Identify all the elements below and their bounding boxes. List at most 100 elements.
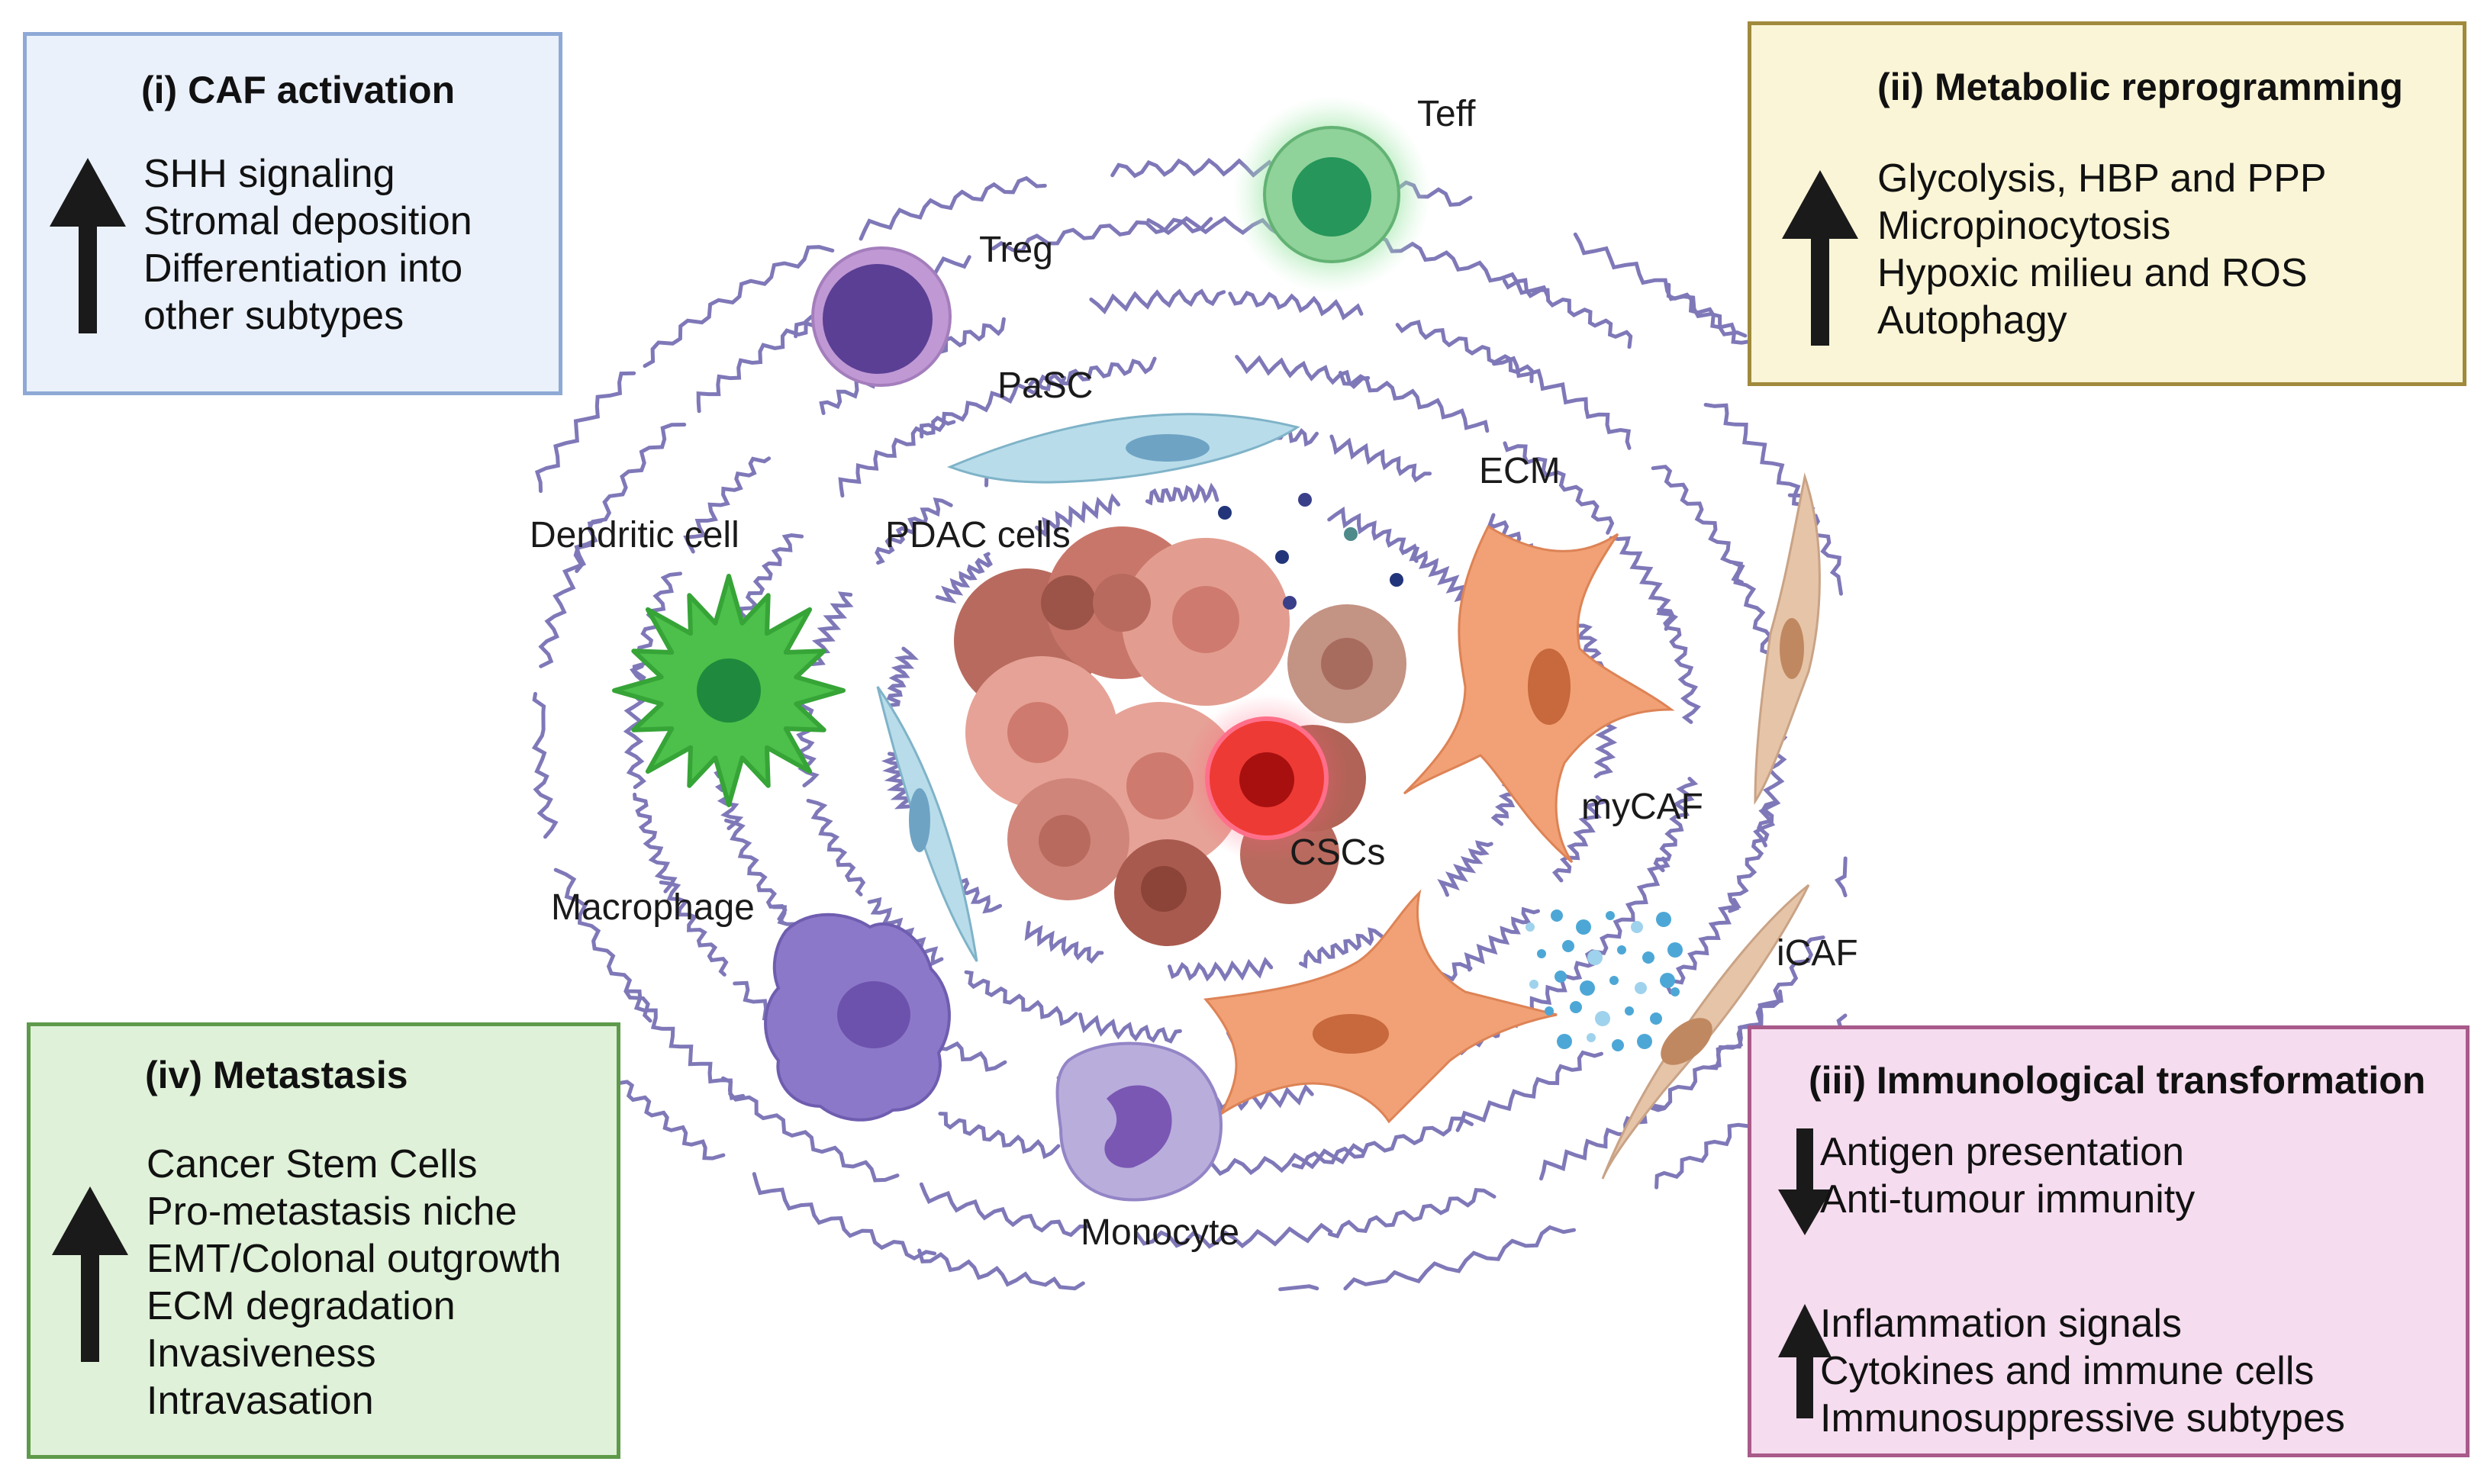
ecm-fiber: [806, 798, 866, 897]
signaling-molecule: [1283, 596, 1297, 610]
ecm-fiber: [1403, 543, 1469, 603]
ecm-fiber: [739, 533, 804, 626]
metastasis-item: Cancer Stem Cells: [147, 1142, 478, 1186]
ecm-fiber: [724, 818, 788, 925]
up-arrow-icon: [1782, 170, 1858, 346]
ecm-fiber: [1145, 482, 1219, 506]
cytokine-dot: [1587, 1033, 1596, 1042]
cytokine-dot: [1545, 1006, 1554, 1016]
cytokine-dot: [1609, 976, 1619, 985]
ecm-fiber: [1035, 493, 1121, 538]
metastasis-item: Intravasation: [147, 1379, 374, 1423]
metabolic-reprogramming-item: Autophagy: [1877, 298, 2067, 343]
ecm-fiber: [838, 415, 956, 498]
ecm-fiber: [659, 880, 729, 977]
monocyte-cell: [1055, 1041, 1223, 1202]
ecm-fiber: [919, 1182, 1090, 1238]
ecm-fiber: [1834, 856, 1848, 897]
cytokine-dot: [1587, 950, 1603, 965]
cytokine-dot: [1625, 1006, 1634, 1016]
ecm-fiber: [643, 245, 835, 369]
immunological-up-item: Cytokines and immune cells: [1820, 1349, 2315, 1393]
immunological-transformation-box: (iii) Immunological transformation Antig…: [1748, 1025, 2470, 1457]
caf-activation-item: Differentiation into: [143, 246, 463, 291]
cytokine-dot: [1576, 919, 1591, 935]
metastasis-item: ECM degradation: [147, 1284, 456, 1328]
ecm-fiber: [1343, 1225, 1576, 1291]
mycaf-cell-lower: [1203, 889, 1558, 1124]
up-arrow-icon: [52, 1186, 128, 1362]
cytokine-dot: [1562, 940, 1574, 952]
cytokine-dot: [1557, 1034, 1572, 1049]
pasc-cell-lower: [876, 686, 978, 962]
cytokine-dot: [1570, 1001, 1582, 1013]
ecm-fiber: [534, 371, 636, 494]
ecm-fiber: [1492, 356, 1632, 450]
ecm-fiber: [1609, 536, 1679, 631]
ecm-fiber: [1584, 856, 1670, 967]
ecm-fiber: [1455, 1050, 1603, 1132]
ecm-fiber: [1657, 607, 1701, 724]
immunological-transformation-title: (iii) Immunological transformation: [1809, 1059, 2426, 1102]
metastasis-item: EMT/Colonal outgrowth: [147, 1237, 562, 1281]
immunological-down-item: Anti-tumour immunity: [1820, 1177, 2196, 1222]
up-arrow-icon: [50, 158, 126, 333]
cytokine-dot: [1595, 1011, 1610, 1026]
ecm-fiber: [881, 752, 917, 810]
label-macrophage: Macrophage: [551, 887, 755, 928]
label-icaf: iCAF: [1777, 933, 1858, 974]
ecm-fiber: [859, 175, 1047, 241]
signaling-molecule: [1218, 506, 1232, 520]
cytokine-dot: [1635, 982, 1647, 994]
ecm-fiber: [607, 1064, 726, 1160]
caf-activation-item: Stromal deposition: [143, 199, 472, 243]
cytokine-dot: [1650, 1012, 1662, 1025]
caf-activation-item: other subtypes: [143, 294, 404, 338]
ecm-fiber: [696, 314, 832, 414]
ecm-fiber: [875, 497, 953, 565]
dendritic-cell: [612, 574, 846, 807]
ecm-fiber: [1135, 1222, 1333, 1249]
cytokine-dot: [1612, 1039, 1624, 1051]
cytokine-dot: [1631, 921, 1643, 933]
ecm-fiber: [1663, 897, 1741, 995]
label-dendritic-cell: Dendritic cell: [530, 515, 739, 555]
label-mycaf: myCAF: [1581, 787, 1703, 827]
ecm-fiber: [917, 1248, 1085, 1291]
ecm-fiber: [721, 1076, 900, 1183]
caf-activation-title: (i) CAF activation: [141, 69, 456, 111]
mycaf-cell: [1403, 524, 1675, 864]
cytokine-dot: [1529, 980, 1538, 989]
ecm-fiber: [1539, 1103, 1667, 1181]
macrophage-cell: [764, 913, 951, 1122]
ecm-fiber: [1651, 465, 1744, 584]
ecm-fiber: [1502, 278, 1633, 349]
signaling-molecule: [1275, 550, 1289, 564]
cytokine-dot: [1670, 987, 1680, 996]
ecm-fiber: [683, 456, 772, 554]
cytokine-dot: [1580, 980, 1595, 996]
metabolic-reprogramming-item: Micropinocytosis: [1877, 204, 2171, 248]
metastasis-item: Invasiveness: [147, 1331, 376, 1376]
cytokine-dot: [1555, 971, 1567, 983]
label-ecm: ECM: [1479, 451, 1561, 491]
ecm-fiber: [1503, 441, 1615, 535]
ecm-fiber: [1078, 1012, 1182, 1044]
ecm-fiber: [1228, 291, 1364, 320]
ecm-fiber: [1329, 434, 1432, 483]
cytokine-particles: [1218, 493, 1683, 1051]
ecm-fiber: [1339, 371, 1490, 433]
ecm-fiber: [1327, 506, 1420, 563]
cancer-stem-cell: [1183, 694, 1351, 862]
cytokine-dot: [1637, 1034, 1652, 1049]
up-arrow-icon: [1778, 1304, 1832, 1418]
metastasis-item: Pro-metastasis niche: [147, 1189, 517, 1234]
ecm-fiber: [752, 1172, 937, 1261]
cytokine-dot: [1642, 951, 1654, 964]
